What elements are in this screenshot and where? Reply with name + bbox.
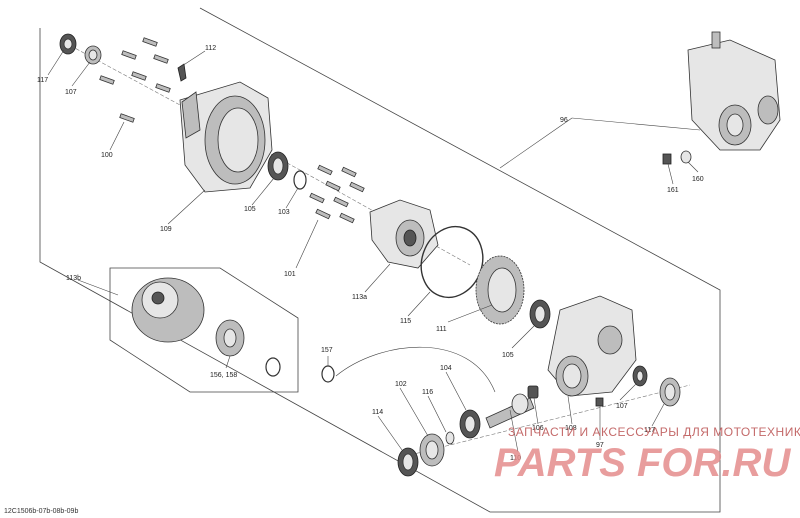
seal-117 xyxy=(59,33,77,55)
ring-gear-111 xyxy=(475,255,525,325)
shim-156-158 xyxy=(215,319,245,357)
callout-96: 96 xyxy=(560,117,568,124)
callout-113a: 113a xyxy=(352,294,367,301)
breather-fitting-112 xyxy=(177,63,187,82)
bolt-group-101 xyxy=(309,164,365,224)
callout-110: 110 xyxy=(510,455,521,462)
seal-114 xyxy=(397,447,419,477)
watermark-brand: PARTS FOR.RU xyxy=(494,441,791,485)
callout-114: 114 xyxy=(372,409,383,416)
callout-107-right: 107 xyxy=(616,403,628,410)
callout-117-right: 117 xyxy=(644,427,655,434)
watermark-caption: ЗАПЧАСТИ И АКСЕССУАРЫ ДЛЯ МОТОТЕХНИКИ xyxy=(508,425,800,439)
spacer-106 xyxy=(527,385,539,399)
bearing-107-right xyxy=(632,365,648,387)
callout-161: 161 xyxy=(667,187,679,194)
bearing-105-left xyxy=(267,151,289,181)
callout-100: 100 xyxy=(101,152,113,159)
leader-lines xyxy=(47,49,701,453)
callout-97: 97 xyxy=(596,442,604,449)
assembled-housing-96 xyxy=(687,31,781,151)
callout-101: 101 xyxy=(284,271,296,278)
circlip xyxy=(265,357,281,377)
bolt-161 xyxy=(662,153,672,165)
differential-case-113a xyxy=(369,199,439,269)
differential-assembly-113b xyxy=(131,277,205,343)
outer-frame xyxy=(39,7,721,513)
inset-frame-113b xyxy=(109,267,299,393)
callout-103: 103 xyxy=(278,209,290,216)
callout-115: 115 xyxy=(400,318,411,325)
callout-113b: 113b xyxy=(66,275,81,282)
washer-160 xyxy=(680,150,692,164)
bearing-104 xyxy=(459,409,481,439)
callout-102: 102 xyxy=(395,381,407,388)
washer-116 xyxy=(445,431,455,445)
drain-plug-97 xyxy=(595,397,604,407)
callout-157: 157 xyxy=(321,347,333,354)
bearing-107 xyxy=(84,45,102,65)
callout-156-158: 156, 158 xyxy=(210,372,237,379)
callout-117: 117 xyxy=(37,77,48,84)
diagram-code: 12C1506b-07b-08b-09b xyxy=(4,508,78,515)
ring-103 xyxy=(293,170,307,190)
housing-109 xyxy=(179,81,273,193)
callout-labels: 117 107 100 112 109 105 103 101 113a 115… xyxy=(37,45,704,462)
callout-105: 105 xyxy=(244,206,256,213)
callout-111: 111 xyxy=(436,326,447,333)
callout-104: 104 xyxy=(440,365,452,372)
callout-160: 160 xyxy=(692,176,704,183)
housing-108 xyxy=(547,295,637,397)
callout-106: 106 xyxy=(532,425,544,432)
callout-108: 108 xyxy=(565,425,577,432)
callout-116: 116 xyxy=(422,389,433,396)
bearing-105-right xyxy=(529,299,551,329)
callout-109: 109 xyxy=(160,226,172,233)
callout-105-right: 105 xyxy=(502,352,514,359)
pinion-shaft-110 xyxy=(485,393,535,429)
callout-112: 112 xyxy=(205,45,216,52)
clip-157 xyxy=(321,365,335,383)
bolt-group-top xyxy=(99,37,171,123)
bearing-102 xyxy=(419,433,445,467)
seal-117-right xyxy=(659,377,681,407)
callout-107: 107 xyxy=(65,89,77,96)
